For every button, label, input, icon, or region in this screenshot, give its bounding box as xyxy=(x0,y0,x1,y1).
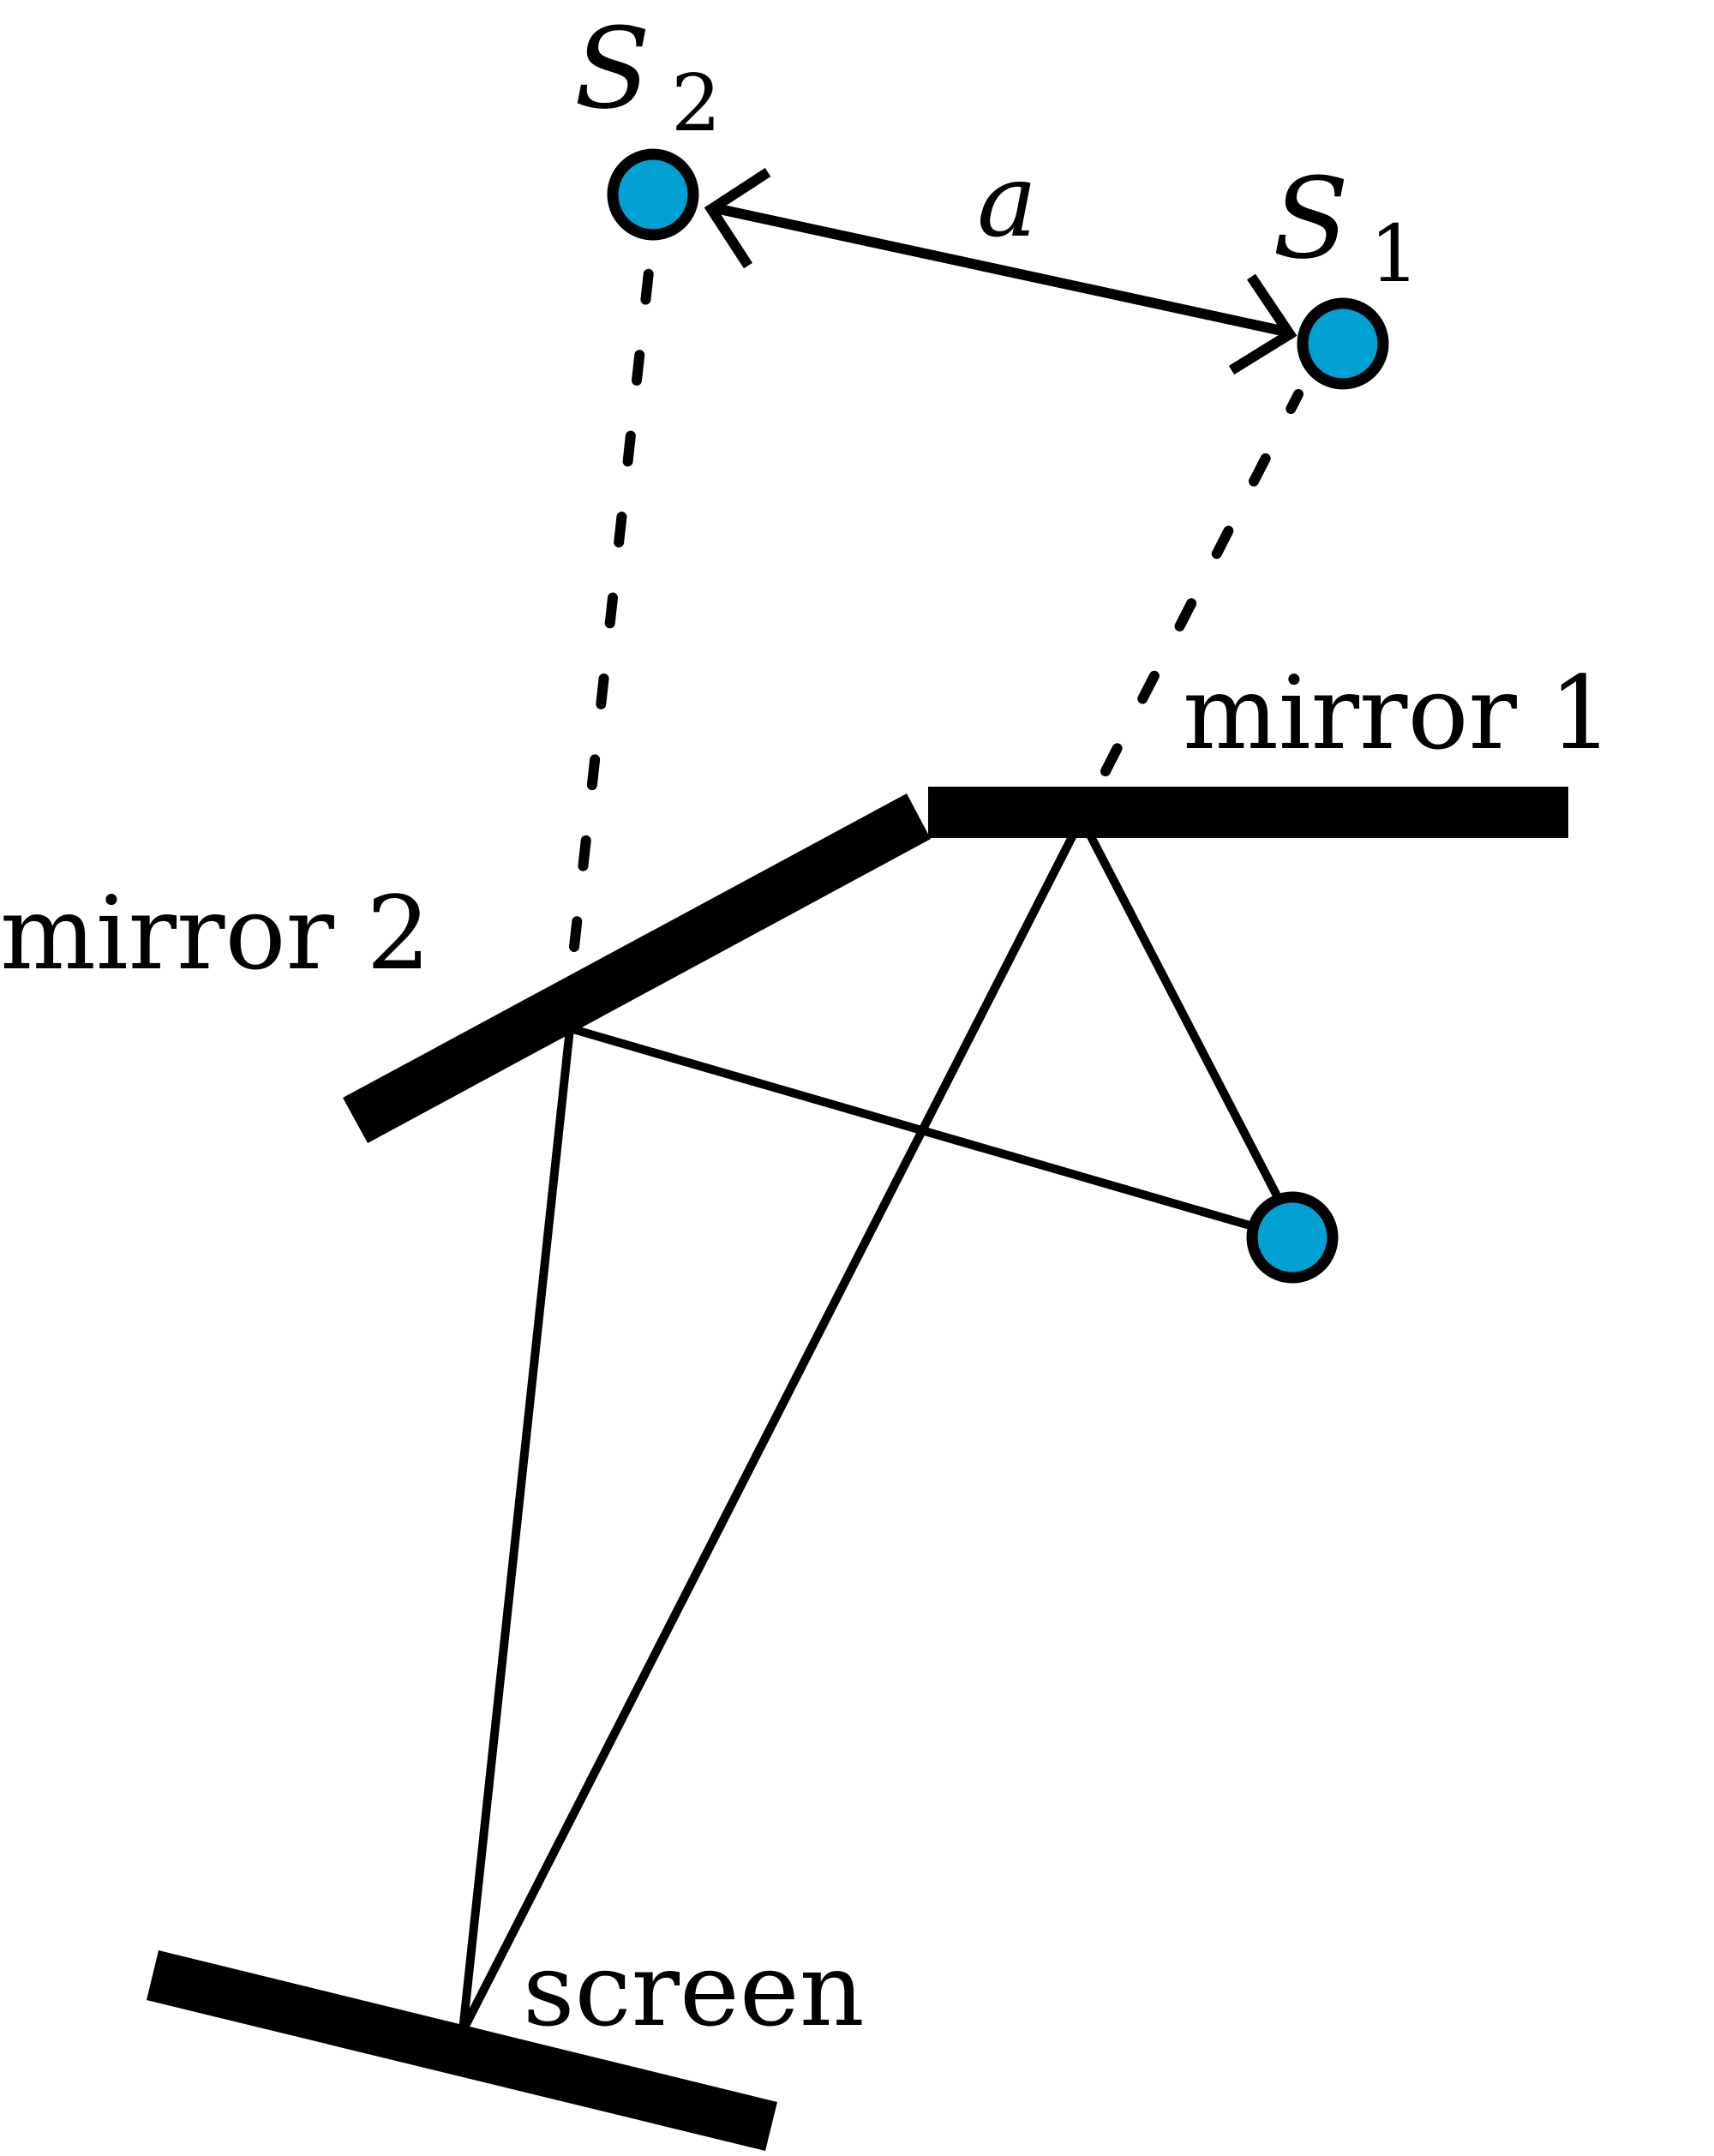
virtual-ray-mirror2-to-s2 xyxy=(569,243,656,952)
source-s2-subscript: 2 xyxy=(671,57,722,149)
mirror-2 xyxy=(343,794,931,1143)
source-s2-label: S 2 xyxy=(574,3,722,149)
source-s1-subscript: 1 xyxy=(1369,208,1420,300)
source-s2-dot xyxy=(607,148,699,241)
real-source-dot xyxy=(1246,1191,1339,1284)
separation-arrowhead-left xyxy=(704,167,771,269)
screen-label: screen xyxy=(523,1931,865,2049)
mirror-1 xyxy=(928,787,1568,838)
separation-arrowhead-right xyxy=(1228,273,1297,375)
virtual-ray-mirror1-to-s1 xyxy=(1100,389,1303,776)
ray-mirror2-to-screen xyxy=(458,1024,574,2035)
separation-arrow xyxy=(704,167,1297,375)
source-s1-letter: S xyxy=(1273,153,1349,284)
separation-arrow-shaft xyxy=(710,202,1291,338)
mirror-1-label: mirror 1 xyxy=(1183,654,1613,772)
sources xyxy=(607,148,1389,1284)
separation-label: a xyxy=(977,141,1037,260)
source-s2-letter: S xyxy=(574,3,650,134)
source-s1-dot xyxy=(1297,297,1389,390)
source-s1-label: S 1 xyxy=(1273,153,1420,300)
screen-bar xyxy=(147,1950,777,2151)
ray-source-to-mirror2 xyxy=(566,1024,1298,1243)
ray-mirror1-to-screen xyxy=(458,814,1086,2035)
ray-source-to-mirror1 xyxy=(1077,814,1286,1208)
virtual-rays xyxy=(569,243,1303,952)
light-rays xyxy=(458,814,1298,2035)
optical-elements xyxy=(147,787,1568,2151)
mirror-2-label: mirror 2 xyxy=(0,874,430,992)
